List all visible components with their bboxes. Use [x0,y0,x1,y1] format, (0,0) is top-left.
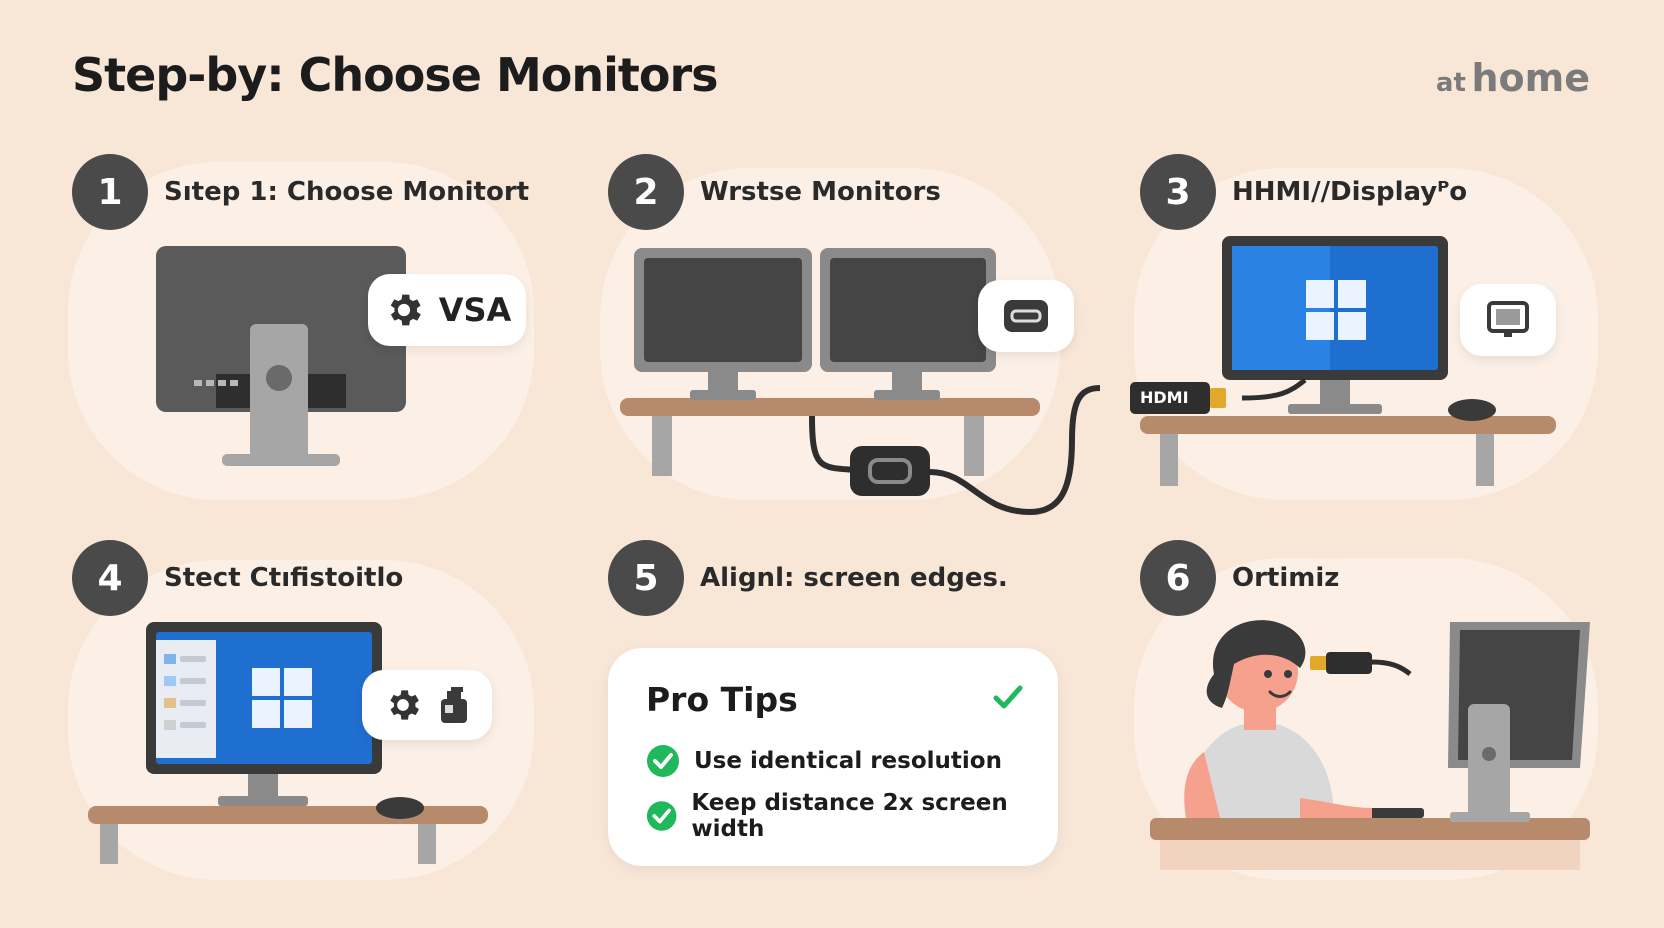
brand-prefix: at [1435,68,1466,98]
dual-monitor-illustration [620,248,1100,516]
step-5-header: 5 Alignl: screen edges. [608,540,1008,616]
spray-bottle-icon [441,687,467,723]
hdmi-adapter-label: HDMI [1140,388,1189,407]
hdmi-monitor-illustration [1130,236,1556,486]
step-number-2: 2 [608,154,684,230]
port-icon [1004,300,1048,332]
tip-item: Use identical resolution [646,744,1002,778]
gear-icon [390,294,421,326]
step-1-bubble: VSA [368,274,526,346]
step-2-label: Wrstse Monitors [700,177,941,207]
brand-name: home [1471,56,1590,100]
checkmark-icon [993,685,1023,709]
step-4-header: 4 Stect Ctıfistoitlo [72,540,403,616]
step-1-bubble-text: VSA [438,291,512,329]
pro-tips-card: Pro Tips Use identical resolution Keep d… [608,648,1058,866]
step-3-label: HHMI//Displayᴾo [1232,177,1468,207]
step-number-3: 3 [1140,154,1216,230]
check-circle-icon [646,801,677,831]
settings-monitor-illustration [88,622,488,864]
step-6-header: 6 Ortimiz [1140,540,1339,616]
tip-text: Keep distance 2x screen width [691,790,1008,842]
person-at-monitor-illustration [1150,620,1590,870]
page-title: Step-by: Choose Monitors [72,48,719,102]
tip-text: Use identical resolution [694,748,1002,774]
step-1-header: 1 Sıtep 1: Choose Monitort [72,154,529,230]
tip-item: Keep distance 2x screen width [646,790,1058,842]
step-5-label: Alignl: screen edges. [700,563,1008,593]
check-circle-icon [647,745,679,777]
step-3-header: 3 HHMI//Displayᴾo [1140,154,1467,230]
step-2-header: 2 Wrstse Monitors [608,154,941,230]
step-4-label: Stect Ctıfistoitlo [164,563,404,593]
monitor-back-illustration [156,246,406,466]
gear-icon [390,690,419,720]
step-number-5: 5 [608,540,684,616]
step-3-bubble [1460,284,1556,356]
step-number-1: 1 [72,154,148,230]
brand-logo: at home [1436,56,1590,100]
step-6-label: Ortimiz [1232,563,1340,593]
display-icon [1487,301,1529,337]
step-number-6: 6 [1140,540,1216,616]
step-2-bubble [978,280,1074,352]
pro-tips-title: Pro Tips [646,680,798,719]
step-1-label: Sıtep 1: Choose Monitort [164,177,530,207]
step-4-bubble [362,670,492,740]
step-number-4: 4 [72,540,148,616]
